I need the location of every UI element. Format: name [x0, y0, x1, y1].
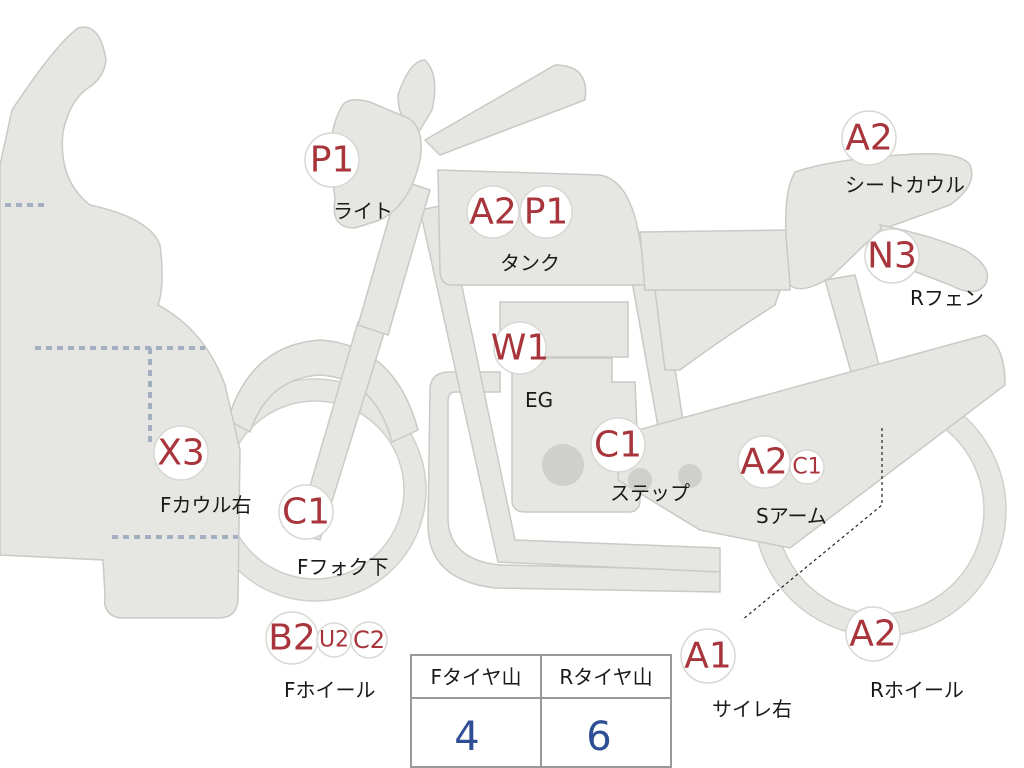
seat-shape: [639, 229, 791, 291]
light-code: P1: [310, 140, 355, 181]
step-code: C1: [594, 425, 642, 466]
label-r-fender: Rフェン: [910, 286, 984, 310]
label-tank: タンク: [500, 251, 560, 275]
label-step: ステップ: [610, 481, 690, 505]
front-cowl-shape: [0, 26, 241, 619]
fcowl-code: X3: [157, 433, 205, 474]
badge-f-wheel-2: U2: [316, 622, 352, 658]
badge-light: P1: [304, 132, 360, 188]
label-silencer-right: サイレ右: [712, 697, 792, 721]
badge-step: C1: [590, 417, 646, 473]
label-f-wheel: Fホイール: [284, 678, 376, 702]
engine-code: W1: [491, 328, 550, 369]
badge-tank-1: A2: [466, 185, 520, 239]
silencer-leader-line: [741, 428, 883, 621]
tank-code-1: A2: [469, 192, 517, 233]
step-peg-1: [628, 468, 652, 492]
swing-arm-shape: [617, 334, 1006, 549]
label-swing-arm: Sアーム: [756, 504, 827, 528]
label-engine: EG: [525, 388, 553, 412]
badge-swing-arm-1: A2: [737, 435, 791, 489]
badge-silencer: A1: [680, 628, 736, 684]
rwheel-code: A2: [849, 614, 897, 655]
tank-code-2: P1: [524, 192, 569, 233]
swingarm-code-1: A2: [740, 442, 788, 483]
label-r-wheel: Rホイール: [870, 678, 964, 702]
badge-f-cowl: X3: [153, 425, 209, 481]
badge-swing-arm-2: C1: [789, 449, 825, 485]
badge-seat-cowl: A2: [841, 110, 897, 166]
badge-engine: W1: [491, 321, 550, 375]
badge-tank-2: P1: [519, 185, 573, 239]
table-header-front-tire: Fタイヤ山: [431, 665, 522, 689]
table-value-front-tire: 4: [454, 714, 479, 760]
swingarm-code-2: C1: [792, 455, 821, 480]
fwheel-code-3: C2: [353, 626, 385, 654]
label-light: ライト: [333, 199, 393, 223]
badge-f-wheel-1: B2: [265, 611, 319, 665]
tire-tread-table: Fタイヤ山 Rタイヤ山 4 6: [410, 654, 672, 768]
silencer-code: A1: [684, 636, 732, 677]
ffork-code: C1: [282, 492, 330, 533]
badge-f-fork: C1: [278, 484, 334, 540]
fwheel-code-1: B2: [268, 618, 316, 659]
table-value-rear-tire: 6: [586, 714, 611, 760]
seatcowl-code: A2: [845, 118, 893, 159]
table-header-rear-tire: Rタイヤ山: [559, 665, 652, 689]
badge-r-fender: N3: [864, 228, 920, 284]
label-seat-cowl: シートカウル: [845, 173, 965, 197]
label-f-cowl-right: Fカウル右: [160, 493, 252, 517]
label-f-fork-lower: Fフォク下: [297, 555, 389, 579]
step-peg-2: [678, 464, 702, 488]
badge-f-wheel-3: C2: [350, 621, 388, 659]
fwheel-code-2: U2: [319, 628, 349, 653]
rfender-code: N3: [867, 236, 917, 277]
badge-r-wheel: A2: [845, 606, 901, 662]
